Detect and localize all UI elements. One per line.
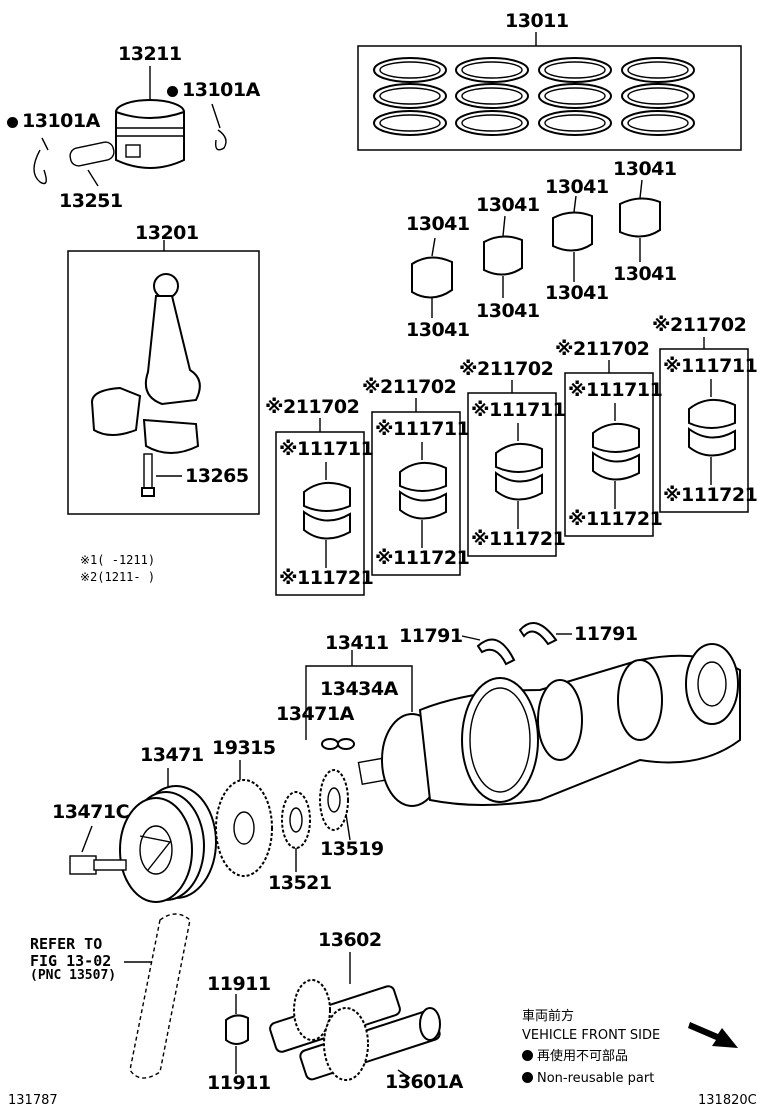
label-crank-bearing-4: 13041 [476,300,540,322]
label-lower-bearing-3: ※111721 [471,528,566,550]
note-mark-1: ※1( -1211) [80,553,156,567]
sprockets-art [215,760,351,877]
connecting-rod-art [90,273,201,497]
legend-direction-jp: 車両前方 [522,1009,575,1024]
label-snap-ring-left: 13101A [7,112,100,131]
main-bearing-boxes [275,337,749,596]
label-key-a: 13434A [320,678,398,700]
label-piston-rings: 13011 [505,10,569,32]
non-reusable-dot [522,1072,533,1083]
label-crank-bearing-2: 13041 [406,319,470,341]
label-upper-bearing-4: ※111711 [568,379,663,401]
legend-non-reusable-en: Non-reusable part [522,1072,654,1085]
label-lower-bearing-4: ※111721 [568,508,663,530]
label-bearing-set-2: ※211702 [362,376,457,398]
crankshaft-art [321,643,741,807]
label-balance-shaft: 13602 [318,929,382,951]
label-lower-bearing-5: ※111721 [663,484,758,506]
refer-note: REFER TO FIG 13-02 (PNC 13507) [30,935,117,983]
label-upper-bearing-5: ※111711 [663,355,758,377]
legend-non-reusable-jp: 再使用不可部品 [522,1050,628,1063]
label-bearing-set-4: ※211702 [555,338,650,360]
label-crank-bearing-3: 13041 [476,194,540,216]
piston-art [33,66,227,187]
label-crank-bearing-1: 13041 [406,213,470,235]
main-bearings-art [303,378,736,568]
non-reusable-dot [167,86,178,97]
crank-pulley-art [69,768,217,903]
footer-right-code: 131820C [698,1093,757,1108]
label-connecting-rod-assy: 13201 [135,222,199,244]
label-crank-bearing-5: 13041 [545,176,609,198]
label-upper-bearing-3: ※111711 [471,399,566,421]
label-upper-bearing-2: ※111711 [375,418,470,440]
label-balance-shaft-b: 13601A [385,1071,463,1093]
ring-set-box [357,45,742,151]
label-upper-bearing-1: ※111711 [279,438,374,460]
label-thrust-washer-left: 11791 [399,625,463,647]
label-crank-pulley: 13471 [140,744,204,766]
note-mark-2: ※2(1211- ) [80,570,156,584]
label-lower-bearing-2: ※111721 [375,547,470,569]
label-snap-ring-right: 13101A [167,81,260,100]
non-reusable-dot [522,1050,533,1061]
label-pulley-bolt: 13471C [52,801,130,823]
label-sprocket-c: 13519 [320,838,384,860]
label-conrod-bolt: 13265 [185,465,249,487]
label-crank-bearing-6: 13041 [545,282,609,304]
label-crank-bearing-8: 13041 [613,263,677,285]
label-sprocket-b: 13521 [268,872,332,894]
thrust-washers-art [461,621,572,666]
legend-direction-en: VEHICLE FRONT SIDE [522,1028,661,1043]
front-direction-arrow [688,1022,738,1048]
label-crank-bearing-7: 13041 [613,158,677,180]
label-sprocket: 19315 [212,737,276,759]
label-bearing-set-3: ※211702 [459,358,554,380]
label-bearing-set-1: ※211702 [265,396,360,418]
non-reusable-dot [7,117,18,128]
label-piston-pin: 13251 [59,190,123,212]
label-balance-bearing-bottom: 11911 [207,1072,271,1094]
label-key-b: 13471A [276,703,354,725]
piston-rings-art [373,57,695,136]
label-thrust-washer-right: 11791 [574,623,638,645]
label-piston: 13211 [118,43,182,65]
crank-bearings-art [411,179,661,318]
timing-chain-art [124,913,191,1079]
label-lower-bearing-1: ※111721 [279,567,374,589]
label-balance-bearing-top: 11911 [207,973,271,995]
label-bearing-set-5: ※211702 [652,314,747,336]
label-crankshaft: 13411 [325,632,389,654]
balance-shafts-art [225,952,441,1081]
footer-left-code: 131787 [8,1093,58,1108]
